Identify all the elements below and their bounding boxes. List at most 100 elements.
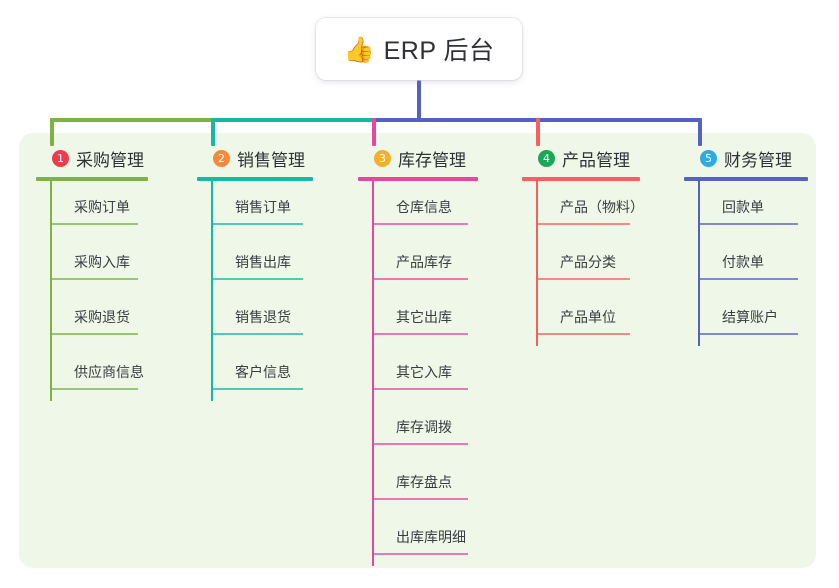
branch-drop-connector-2 bbox=[211, 118, 215, 146]
branch-item-label: 结算账户 bbox=[722, 309, 778, 325]
branch-number-badge: 3 bbox=[374, 149, 391, 167]
branch-item-label: 付款单 bbox=[722, 254, 764, 270]
branch-underline bbox=[684, 177, 808, 181]
branch-item-underline bbox=[536, 223, 630, 225]
branch-item-label: 库存盘点 bbox=[396, 474, 452, 490]
branch-item-label: 销售订单 bbox=[235, 199, 291, 215]
branch-underline bbox=[358, 177, 478, 181]
branch-item-label: 产品（物料） bbox=[560, 199, 644, 215]
branch-item[interactable]: 产品分类 bbox=[522, 236, 640, 291]
branch-underline bbox=[522, 177, 640, 181]
branch-item-underline bbox=[536, 333, 630, 335]
branch-item-underline bbox=[372, 388, 468, 390]
branch-item-label: 客户信息 bbox=[235, 364, 291, 380]
branch-item-label: 销售出库 bbox=[235, 254, 291, 270]
bus-segment-1 bbox=[51, 118, 214, 122]
branch-item-underline bbox=[50, 333, 138, 335]
branch-item-label: 供应商信息 bbox=[74, 364, 144, 380]
branch-item-underline bbox=[698, 333, 798, 335]
branch-item-underline bbox=[698, 223, 798, 225]
branch-item-label: 回款单 bbox=[722, 199, 764, 215]
branch-item[interactable]: 产品单位 bbox=[522, 291, 640, 346]
branch-item[interactable]: 采购订单 bbox=[36, 181, 148, 236]
branch-item[interactable]: 采购退货 bbox=[36, 291, 148, 346]
branch-item[interactable]: 其它出库 bbox=[358, 291, 478, 346]
branch-item-list: 仓库信息产品库存其它出库其它入库库存调拨库存盘点出库库明细 bbox=[358, 181, 478, 566]
branch-title: 采购管理 bbox=[76, 150, 144, 170]
branch-item[interactable]: 销售出库 bbox=[197, 236, 313, 291]
thumbs-up-emoji: 👍 bbox=[343, 34, 375, 64]
branch-drop-connector-5 bbox=[698, 118, 702, 146]
branch-item-underline bbox=[211, 388, 303, 390]
branch-number-badge: 5 bbox=[700, 149, 717, 167]
branch-item[interactable]: 仓库信息 bbox=[358, 181, 478, 236]
branch-item-label: 仓库信息 bbox=[396, 199, 452, 215]
branch-drop-connector-4 bbox=[536, 118, 540, 146]
branch-item-underline bbox=[372, 278, 468, 280]
branch-item-label: 产品分类 bbox=[560, 254, 616, 270]
branch-header-4[interactable]: 4 产品管理 bbox=[522, 146, 640, 170]
branch-title: 库存管理 bbox=[398, 150, 466, 170]
branch-header-5[interactable]: 5 财务管理 bbox=[684, 146, 808, 170]
branch-item[interactable]: 客户信息 bbox=[197, 346, 313, 401]
branch-item-underline bbox=[372, 223, 468, 225]
branch-item-label: 其它入库 bbox=[396, 364, 452, 380]
branch-underline bbox=[197, 177, 313, 181]
branch-item[interactable]: 供应商信息 bbox=[36, 346, 148, 401]
branch-spine bbox=[211, 181, 213, 401]
branch-item-underline bbox=[50, 223, 138, 225]
root-node[interactable]: 👍 ERP 后台 bbox=[316, 18, 522, 80]
branch-item[interactable]: 库存盘点 bbox=[358, 456, 478, 511]
root-stem-connector bbox=[417, 80, 421, 122]
branch-number-badge: 4 bbox=[538, 149, 555, 167]
branch-item-label: 销售退货 bbox=[235, 309, 291, 325]
branch-item-underline bbox=[50, 388, 138, 390]
branch-item-underline bbox=[211, 223, 303, 225]
branch-item-underline bbox=[536, 278, 630, 280]
branch-item[interactable]: 库存调拨 bbox=[358, 401, 478, 456]
branch-item-label: 出库库明细 bbox=[396, 529, 466, 545]
branch-item[interactable]: 结算账户 bbox=[684, 291, 808, 346]
branch-spine bbox=[50, 181, 52, 401]
branch-item[interactable]: 销售订单 bbox=[197, 181, 313, 236]
branch-item-underline bbox=[211, 278, 303, 280]
branch-item-underline bbox=[372, 443, 468, 445]
branch-drop-connector-3 bbox=[372, 118, 376, 146]
branch-item-underline bbox=[698, 278, 798, 280]
branch-column-5: 5 财务管理回款单付款单结算账户 bbox=[684, 146, 808, 346]
branch-item-underline bbox=[372, 333, 468, 335]
branch-item[interactable]: 付款单 bbox=[684, 236, 808, 291]
branch-item-list: 回款单付款单结算账户 bbox=[684, 181, 808, 346]
branch-spine bbox=[372, 181, 374, 566]
branch-item-label: 产品库存 bbox=[396, 254, 452, 270]
branch-number-badge: 2 bbox=[213, 149, 230, 167]
branch-item[interactable]: 产品库存 bbox=[358, 236, 478, 291]
branch-title: 财务管理 bbox=[724, 150, 792, 170]
branch-item-underline bbox=[372, 498, 468, 500]
branch-item[interactable]: 产品（物料） bbox=[522, 181, 644, 236]
branch-title: 产品管理 bbox=[562, 150, 630, 170]
branch-header-3[interactable]: 3 库存管理 bbox=[358, 146, 478, 170]
root-node-title: ERP 后台 bbox=[383, 37, 495, 65]
branch-item-underline bbox=[50, 278, 138, 280]
branch-item-label: 采购订单 bbox=[74, 199, 130, 215]
branch-column-3: 3 库存管理仓库信息产品库存其它出库其它入库库存调拨库存盘点出库库明细 bbox=[358, 146, 478, 566]
branch-item[interactable]: 回款单 bbox=[684, 181, 808, 236]
branch-spine bbox=[698, 181, 700, 346]
branch-item[interactable]: 采购入库 bbox=[36, 236, 148, 291]
branch-item[interactable]: 其它入库 bbox=[358, 346, 478, 401]
branch-column-4: 4 产品管理产品（物料） 产品分类产品单位 bbox=[522, 146, 644, 346]
branch-item-label: 产品单位 bbox=[560, 309, 616, 325]
branch-item-underline bbox=[211, 333, 303, 335]
branch-item-list: 采购订单采购入库采购退货供应商信息 bbox=[36, 181, 148, 401]
branch-item[interactable]: 销售退货 bbox=[197, 291, 313, 346]
branch-item[interactable]: 出库库明细 bbox=[358, 511, 478, 566]
branch-underline bbox=[36, 177, 148, 181]
branch-item-label: 采购退货 bbox=[74, 309, 130, 325]
bus-segment-2 bbox=[212, 118, 375, 122]
